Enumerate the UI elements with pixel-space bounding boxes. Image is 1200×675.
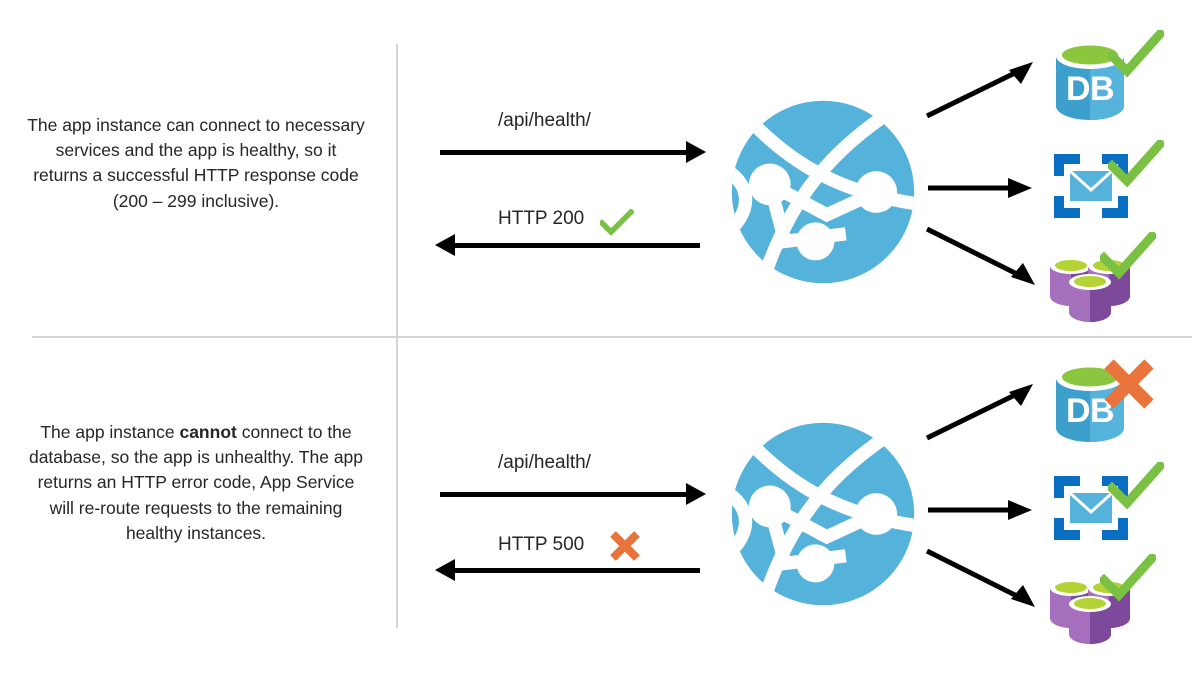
resource-storage-unhealthy: [1042, 570, 1138, 646]
healthy-response-label: HTTP 200: [498, 208, 585, 229]
healthy-response-arrow-line: [455, 243, 700, 248]
unhealthy-response-arrow-line: [455, 568, 700, 573]
app-service-globe-icon-unhealthy: [728, 418, 918, 615]
unhealthy-request-arrow-head: [686, 483, 706, 505]
unhealthy-request-label: /api/health/: [498, 452, 591, 473]
unhealthy-response-arrow-head: [435, 559, 455, 581]
unhealthy-response-cross-icon: [608, 529, 642, 563]
resource-queue-unhealthy-check-icon: [1108, 462, 1164, 510]
resource-storage-healthy-check-icon: [1100, 232, 1156, 280]
resource-storage-unhealthy-check-icon: [1100, 554, 1156, 602]
unhealthy-request-arrow-line: [440, 492, 688, 497]
vertical-divider: [396, 44, 398, 628]
unhealthy-description-emphasis: cannot: [179, 422, 237, 442]
unhealthy-fanout-arrow-queue: [928, 498, 1034, 522]
healthy-fanout-arrow-storage: [925, 225, 1037, 289]
healthy-fanout-arrow-db: [925, 60, 1035, 120]
healthy-request-arrow-line: [440, 150, 688, 155]
resource-queue-healthy-check-icon: [1108, 140, 1164, 188]
healthy-description-text: The app instance can connect to necessar…: [27, 115, 365, 211]
unhealthy-description-part-3: connect to the database, so the app is u…: [28, 422, 364, 543]
resource-database-unhealthy-cross-icon: [1100, 355, 1158, 413]
unhealthy-fanout-arrow-db: [925, 382, 1035, 442]
healthy-request-arrow-head: [686, 141, 706, 163]
healthy-response-arrow-head: [435, 234, 455, 256]
healthy-request-label: /api/health/: [498, 110, 591, 131]
resource-queue-unhealthy: [1050, 472, 1132, 544]
horizontal-divider: [32, 336, 1192, 338]
resource-database-healthy-check-icon: [1108, 30, 1164, 78]
healthy-description: The app instance can connect to necessar…: [26, 113, 366, 214]
unhealthy-fanout-arrow-storage: [925, 547, 1037, 611]
unhealthy-description: The app instance cannot connect to the d…: [26, 420, 366, 546]
unhealthy-response-label: HTTP 500: [498, 534, 585, 555]
app-service-globe-icon-healthy: [728, 96, 918, 293]
healthy-fanout-arrow-queue: [928, 176, 1034, 200]
unhealthy-description-part-1: The app instance: [40, 422, 180, 442]
healthy-response-check-icon: [600, 209, 634, 237]
resource-queue-healthy: [1050, 150, 1132, 222]
